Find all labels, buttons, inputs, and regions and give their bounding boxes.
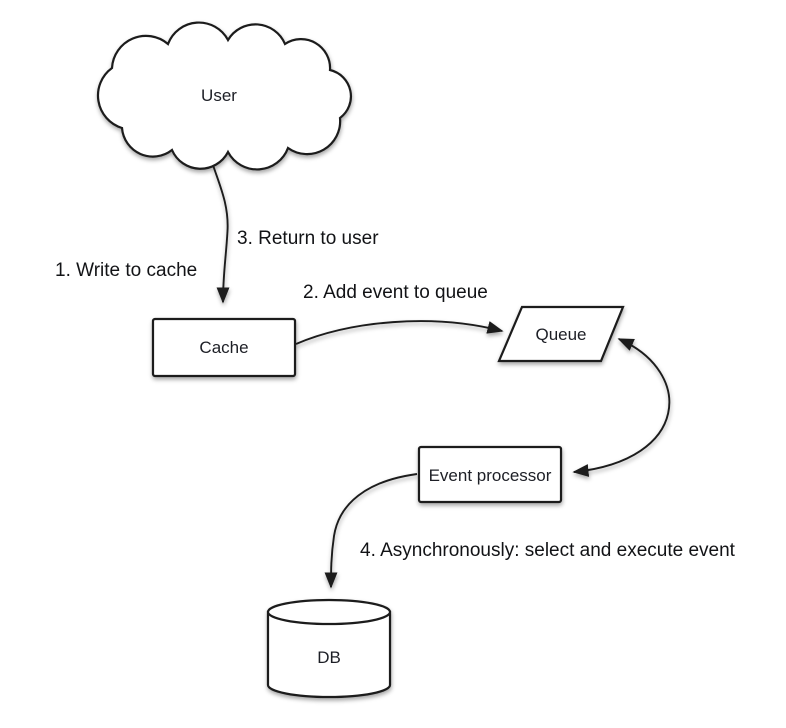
event-processor-box [417,445,563,504]
user-cloud-shape [96,21,353,171]
edge-user-to-cache [211,161,230,304]
step4-label: 4. Asynchronously: select and execute ev… [360,540,736,561]
event-processor-label: Event processor [429,466,552,485]
queue-label: Queue [535,325,586,344]
db-cylinder-body [266,610,392,699]
cache-box [151,317,297,378]
edge-cache-to-queue [295,320,504,345]
edge-queue-event-processor-bidirectional [572,338,671,477]
step3-label: 3. Return to user [237,228,379,249]
step2-label: 2. Add event to queue [303,282,488,303]
queue-parallelogram [497,305,625,363]
db-cylinder-top [266,598,392,626]
db-label: DB [317,648,341,667]
edge-event-processor-to-db [324,473,418,589]
step1-label: 1. Write to cache [55,260,197,281]
cache-label: Cache [199,338,248,357]
user-label: User [201,86,237,105]
